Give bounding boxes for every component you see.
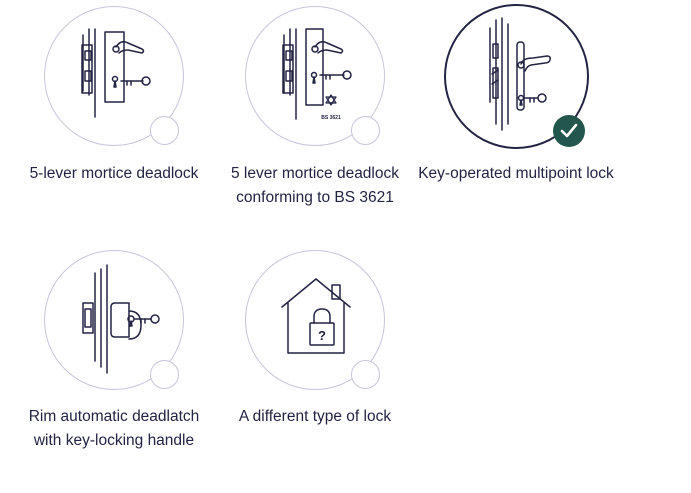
- option-radio[interactable]: [150, 116, 179, 145]
- option-radio[interactable]: [351, 360, 380, 389]
- lock-option-mortice-deadlock[interactable]: 5-lever mortice deadlock: [14, 6, 214, 216]
- lock-option-rim-deadlatch[interactable]: Rim automatic deadlatch with key-locking…: [14, 250, 214, 485]
- option-image: [444, 4, 589, 149]
- checkmark-icon: [560, 123, 578, 138]
- mortice-deadlock-icon: [81, 28, 151, 118]
- option-radio-checked[interactable]: [553, 115, 585, 147]
- lock-option-bs3621-deadlock[interactable]: BS 3621 5 lever mortice deadlock conform…: [215, 6, 415, 236]
- option-image: [44, 250, 184, 390]
- option-label: Key-operated multipoint lock: [418, 165, 614, 182]
- multipoint-lock-icon: [489, 17, 551, 131]
- option-label: Rim automatic deadlatch with key-locking…: [28, 408, 200, 449]
- lock-option-different-type[interactable]: ? A different type of lock: [215, 250, 415, 440]
- bs3621-deadlock-icon: BS 3621: [282, 28, 352, 121]
- house-padlock-icon: ?: [281, 278, 351, 354]
- kitemark-text: BS 3621: [321, 115, 341, 121]
- option-circle: [44, 6, 184, 146]
- option-image: [44, 6, 184, 146]
- option-image: BS 3621: [245, 6, 385, 146]
- option-radio[interactable]: [351, 116, 380, 145]
- rim-deadlatch-icon: [82, 264, 160, 374]
- option-radio[interactable]: [150, 360, 179, 389]
- padlock-question-mark: ?: [318, 328, 326, 343]
- option-label: 5 lever mortice deadlock conforming to B…: [231, 165, 399, 206]
- option-image: ?: [245, 250, 385, 390]
- option-label: 5-lever mortice deadlock: [29, 165, 199, 182]
- option-label: A different type of lock: [238, 408, 392, 425]
- lock-option-multipoint-lock[interactable]: Key-operated multipoint lock: [416, 4, 616, 216]
